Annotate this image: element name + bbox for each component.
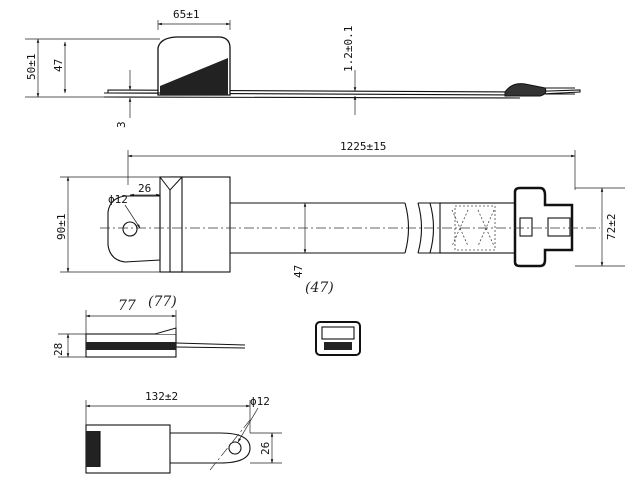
top-side-view: 65±1 50±1 47 1.2±0.1 3 [25, 8, 581, 128]
dim-tongue-length: 77 [118, 298, 136, 314]
dim-top-height-outer: 50±1 [25, 54, 38, 81]
dim-total-length: 1225±15 [340, 140, 386, 153]
main-plan-view: 1225±15 90±1 ϕ12 26 [55, 140, 625, 296]
dim-strap-width: 47 [292, 265, 305, 278]
dim-top-thickness: 1.2±0.1 [342, 26, 355, 72]
dim-top-width: 65±1 [173, 8, 200, 21]
anchor-hole [122, 221, 138, 237]
dim-hole-diameter: ϕ12 [108, 193, 128, 206]
dim-buckle-width: 26 [259, 442, 272, 455]
dim-plate-width: 90±1 [55, 214, 68, 241]
tongue-view: 77 (77) 28 [52, 294, 246, 358]
tongue-plate [513, 186, 574, 268]
dim-tongue-height: 28 [52, 343, 65, 356]
dim-top-gap: 3 [115, 121, 128, 128]
dim-buckle-length: 132±2 [145, 390, 178, 403]
dim-top-height-inner: 47 [52, 59, 65, 72]
dim-buckle-hole: ϕ12 [250, 395, 270, 408]
dim-buckle-height: 72±2 [605, 214, 618, 241]
buckle-hole [228, 441, 242, 455]
retractor-body [159, 176, 231, 273]
dim-strap-width-hand: (47) [305, 280, 334, 296]
dim-tongue-length-hand: (77) [148, 294, 177, 310]
buckle-plan-view: 132±2 ϕ12 26 [85, 390, 282, 474]
dim-hole-offset: 26 [138, 182, 151, 195]
buckle-end-view [315, 321, 361, 356]
